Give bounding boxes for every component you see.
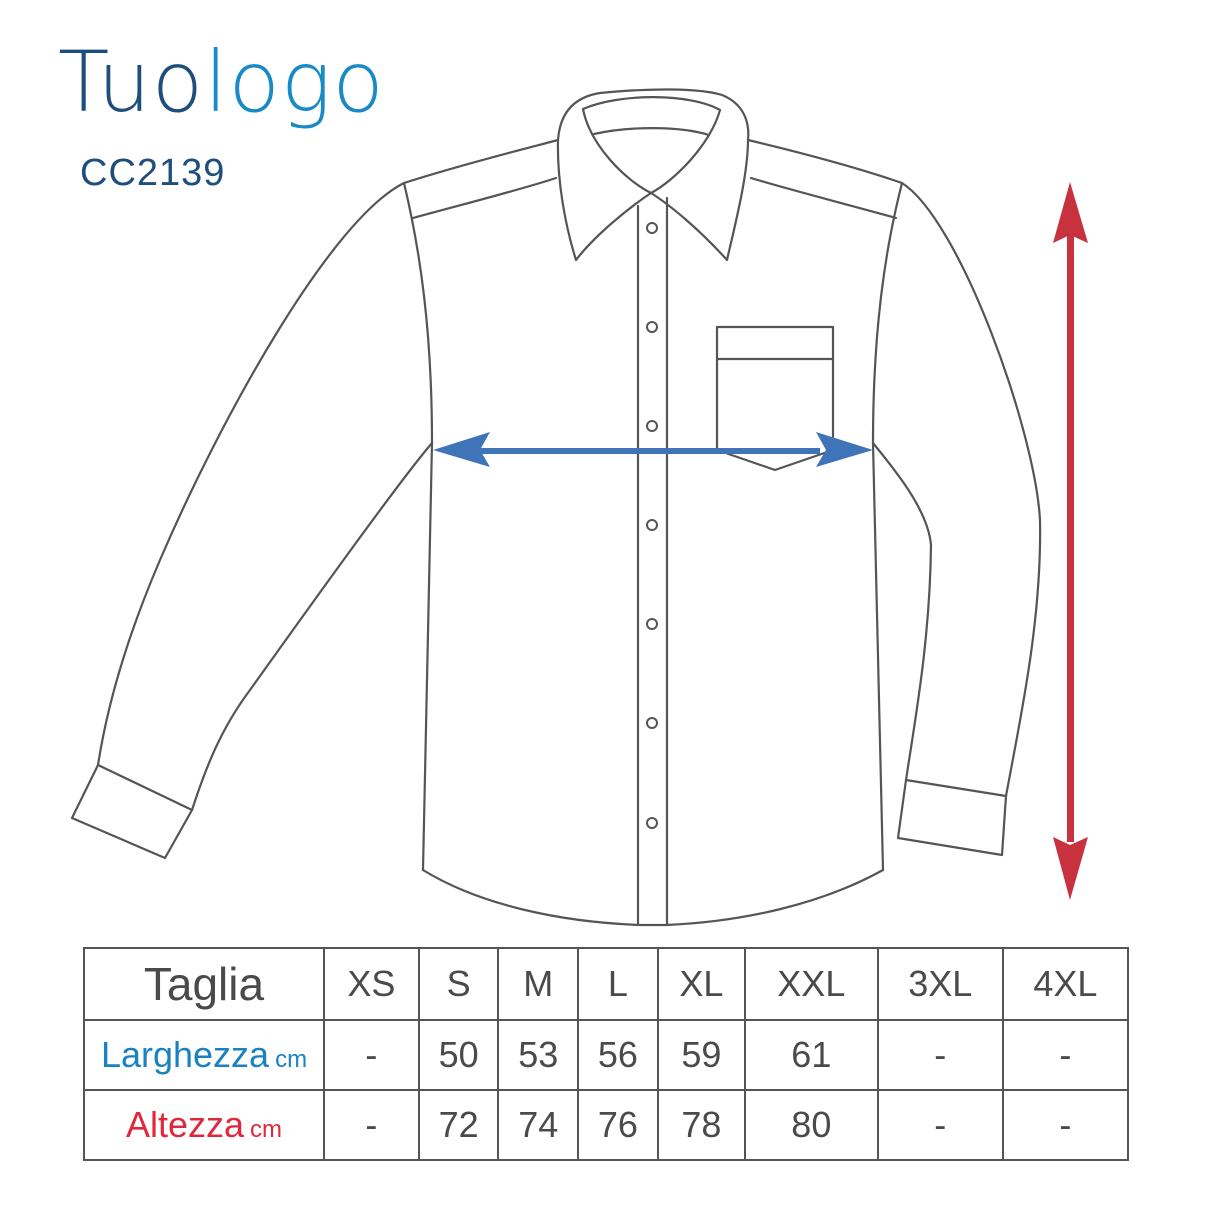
- collar-right-lapel: [649, 108, 722, 195]
- size-s: S: [417, 947, 500, 1021]
- larghezza-m: 53: [497, 1019, 580, 1091]
- button-icon: [646, 519, 658, 531]
- larghezza-xxl: 61: [743, 1019, 879, 1091]
- body-right-side: [871, 181, 904, 872]
- size-table: Taglia XS S M L XL XXL 3XL 4XL Larghezza…: [83, 947, 1130, 1161]
- left-cuff: [70, 763, 194, 860]
- logo-part-dark: Tuo: [58, 33, 205, 131]
- width-arrow-icon: [433, 432, 873, 467]
- right-cuff: [896, 778, 1008, 857]
- button-icon: [646, 420, 658, 432]
- altezza-m: 74: [497, 1089, 580, 1161]
- product-code: CC2139: [80, 152, 226, 194]
- altezza-unit: cm: [250, 1116, 283, 1143]
- button-icon: [646, 817, 658, 829]
- collar-left-lapel: [581, 107, 653, 195]
- altezza-label: Altezza: [125, 1104, 245, 1145]
- right-yoke: [749, 176, 898, 220]
- button-icon: [646, 618, 658, 630]
- size-3xl: 3XL: [876, 947, 1004, 1021]
- chest-pocket: [715, 325, 835, 472]
- altezza-l: 76: [577, 1089, 659, 1161]
- larghezza-4xl: -: [1001, 1019, 1130, 1091]
- size-xxl: XXL: [743, 947, 879, 1021]
- size-4xl: 4XL: [1001, 947, 1130, 1021]
- altezza-3xl: -: [876, 1089, 1004, 1161]
- larghezza-s: 50: [417, 1019, 500, 1091]
- size-m: M: [497, 947, 580, 1021]
- larghezza-label: Larghezza: [100, 1034, 270, 1075]
- button-icon: [646, 321, 658, 333]
- larghezza-unit: cm: [275, 1046, 308, 1073]
- button-icon: [646, 717, 658, 729]
- right-sleeve-inner: [871, 441, 933, 782]
- collar-band-top: [581, 96, 722, 112]
- left-yoke: [411, 176, 558, 220]
- larghezza-xl: 59: [656, 1019, 746, 1091]
- right-sleeve: [900, 181, 1042, 798]
- logo-part-light: logo: [204, 33, 385, 131]
- altezza-xxl: 80: [743, 1089, 879, 1161]
- collar-outer: [556, 88, 750, 262]
- altezza-xl: 78: [656, 1089, 746, 1161]
- hem: [421, 868, 885, 927]
- left-shoulder: [402, 138, 560, 185]
- left-sleeve-inner: [190, 441, 434, 812]
- shirt-diagram: [70, 88, 1088, 927]
- size-xs: XS: [323, 947, 420, 1021]
- larghezza-3xl: -: [876, 1019, 1004, 1091]
- altezza-xs: -: [323, 1089, 420, 1161]
- size-xl: XL: [656, 947, 746, 1021]
- size-l: L: [577, 947, 659, 1021]
- left-sleeve: [96, 181, 406, 767]
- collar-band-inner: [592, 127, 711, 137]
- altezza-4xl: -: [1001, 1089, 1130, 1161]
- brand-logo: Tuologo: [58, 40, 385, 124]
- larghezza-l: 56: [577, 1019, 659, 1091]
- taglia-label: Taglia: [83, 947, 325, 1021]
- brand-block: Tuologo: [58, 40, 385, 124]
- button-icon: [646, 222, 658, 234]
- right-shoulder: [746, 138, 904, 185]
- larghezza-xs: -: [323, 1019, 420, 1091]
- altezza-s: 72: [417, 1089, 500, 1161]
- length-arrow-icon: [1053, 182, 1088, 900]
- size-header-row: Taglia XS S M L XL XXL 3XL 4XL: [83, 947, 1130, 1021]
- body-left-side: [402, 181, 434, 872]
